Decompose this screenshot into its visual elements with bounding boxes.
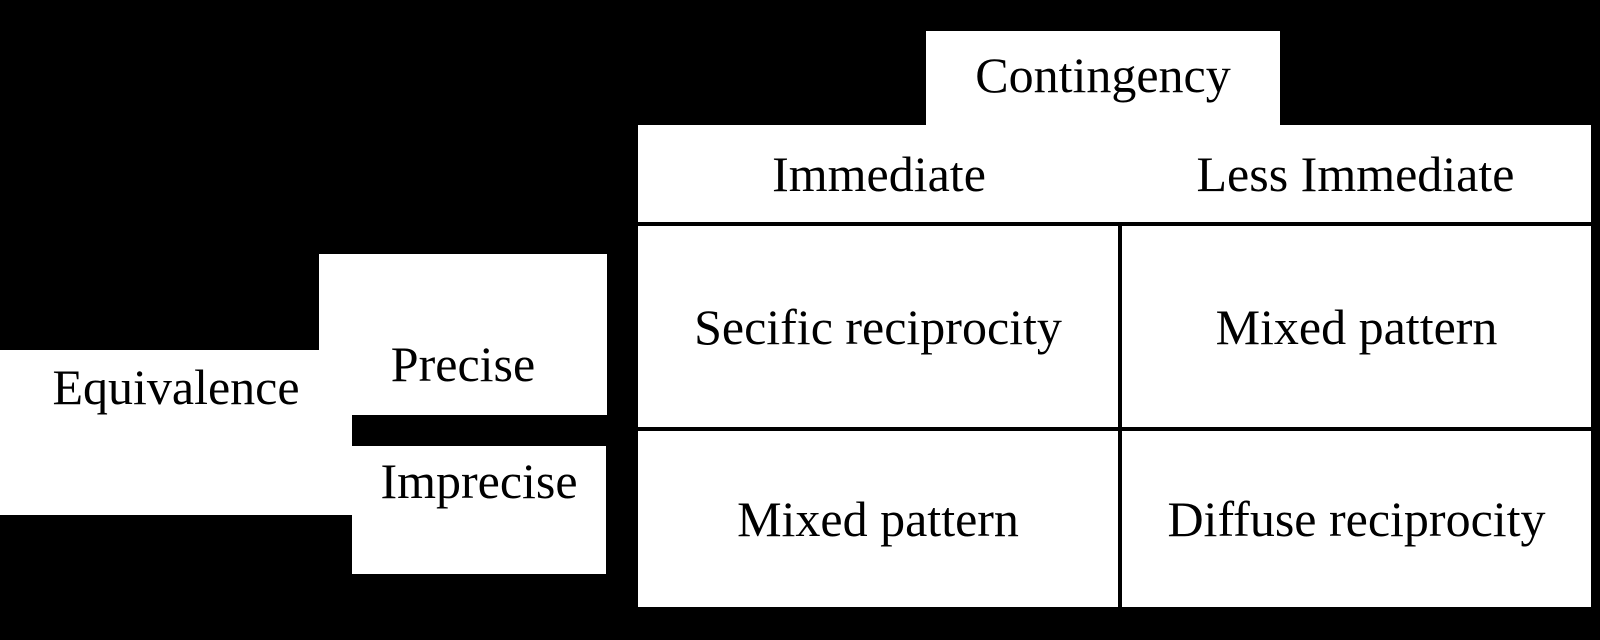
column-header-less-immediate: Less Immediate — [1120, 125, 1591, 222]
cell-precise-immediate: Secific reciprocity — [638, 226, 1118, 427]
row-header-imprecise-label: Imprecise — [380, 453, 578, 509]
column-divider-line — [1118, 226, 1122, 427]
cell-imprecise-less-immediate-label: Diffuse reciprocity — [1167, 491, 1546, 547]
column-header-less-immediate-label: Less Immediate — [1196, 145, 1515, 202]
matrix-table: Immediate Less Immediate Secific recipro… — [638, 125, 1591, 607]
cell-precise-immediate-label: Secific reciprocity — [694, 298, 1062, 355]
column-header-row: Immediate Less Immediate — [638, 125, 1591, 222]
equivalence-axis-label: Equivalence — [52, 359, 300, 415]
header-divider-line — [638, 222, 1591, 226]
table-row-precise: Secific reciprocity Mixed pattern — [638, 226, 1591, 427]
row-header-imprecise: Imprecise — [352, 446, 606, 574]
cell-precise-less-immediate-label: Mixed pattern — [1215, 298, 1498, 355]
row-divider-line — [638, 427, 1591, 431]
cell-imprecise-immediate: Mixed pattern — [638, 431, 1118, 607]
row-header-precise-label: Precise — [390, 336, 536, 392]
contingency-axis-label: Contingency — [975, 47, 1231, 103]
contingency-axis-box: Contingency — [926, 31, 1280, 127]
row-header-precise: Precise — [319, 254, 607, 415]
column-header-immediate: Immediate — [638, 125, 1120, 222]
cell-imprecise-less-immediate: Diffuse reciprocity — [1122, 431, 1591, 607]
matrix-body: Secific reciprocity Mixed pattern Mixed … — [638, 226, 1591, 607]
equivalence-axis-box: Equivalence — [0, 350, 352, 515]
table-row-imprecise: Mixed pattern Diffuse reciprocity — [638, 431, 1591, 607]
cell-precise-less-immediate: Mixed pattern — [1122, 226, 1591, 427]
column-header-immediate-label: Immediate — [772, 145, 986, 202]
cell-imprecise-immediate-label: Mixed pattern — [737, 491, 1019, 547]
column-divider-line — [1118, 431, 1122, 607]
